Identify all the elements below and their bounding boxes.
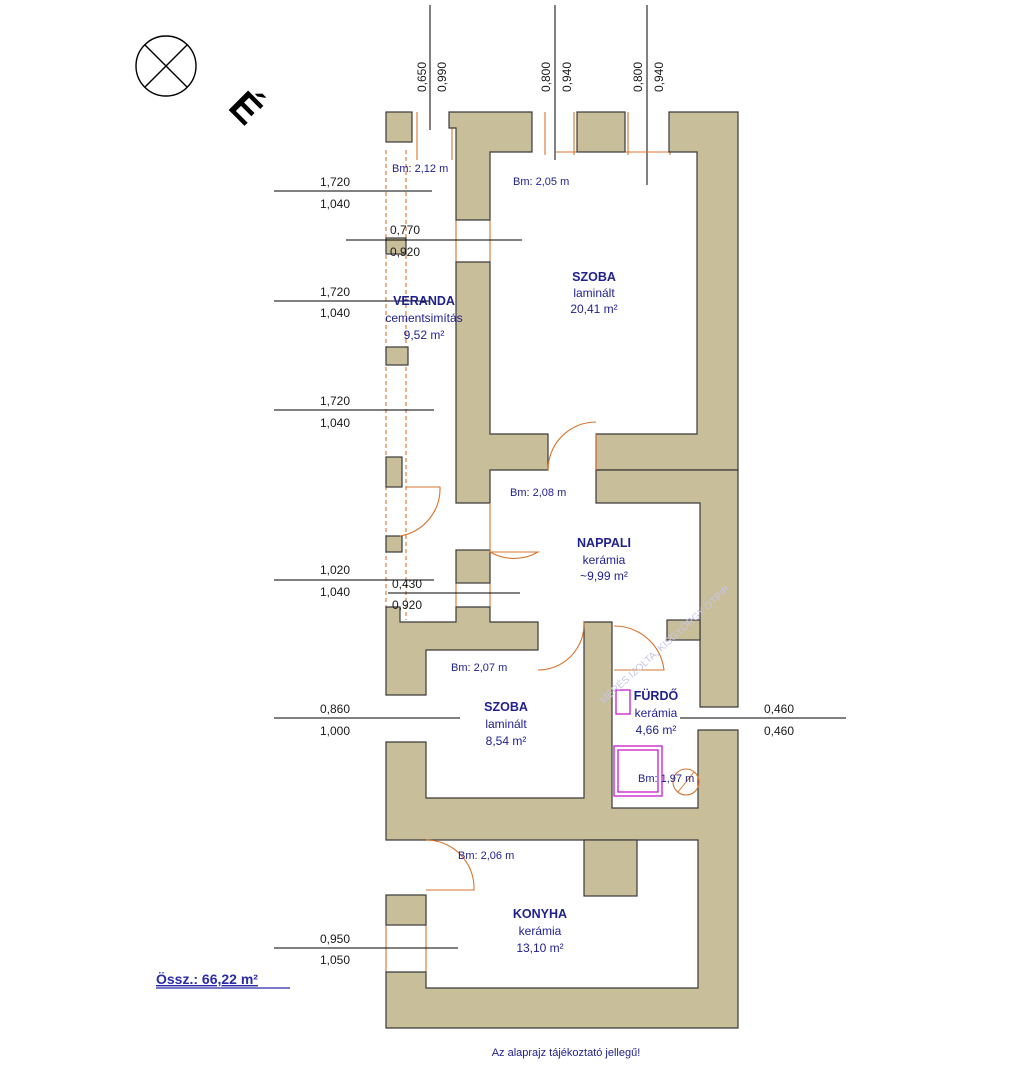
room-name-szoba: SZOBA [572, 270, 616, 284]
side-dimensions: 1,720 1,040 1,720 1,040 1,720 1,040 1,02… [274, 175, 846, 967]
side-dim-b: 1,040 [320, 306, 350, 320]
compass-icon [135, 35, 197, 97]
inner-dim-b: 0,920 [392, 598, 422, 612]
room-name-konyha: KONYHA [513, 907, 567, 921]
ceiling-height: Bm: 2,05 m [513, 176, 569, 188]
room-name-furdo: FÜRDŐ [634, 688, 679, 703]
side-dim-a: 0,950 [320, 932, 350, 946]
top-dim-a: 0,650 [415, 62, 429, 92]
room-area: 13,10 m² [516, 941, 563, 955]
side-dim-a: 1,020 [320, 563, 350, 577]
bathroom-fixtures [613, 689, 700, 797]
side-dim-a: 1,720 [320, 394, 350, 408]
side-dim-a: 1,720 [320, 175, 350, 189]
bathtub-icon [613, 745, 663, 797]
top-dim-b: 0,940 [560, 62, 574, 92]
side-dim-a: 1,720 [320, 285, 350, 299]
doors [399, 421, 665, 891]
side-dim-b: 1,040 [320, 585, 350, 599]
ceiling-height: Bm: 2,07 m [451, 662, 507, 674]
north-label: É [220, 83, 271, 134]
room-area: ~9,99 m² [580, 569, 628, 583]
top-dimensions: 0,650 0,990 0,800 0,940 0,800 0,940 [415, 5, 666, 185]
top-dim-a: 0,800 [631, 62, 645, 92]
room-floor: laminált [485, 717, 527, 731]
top-dim-a: 0,800 [539, 62, 553, 92]
room-name-szoba: SZOBA [484, 700, 528, 714]
opening-guides [385, 112, 738, 972]
walls [385, 111, 739, 1029]
room-floor: cementsimítás [385, 311, 462, 325]
room-area: 8,54 m² [486, 734, 527, 748]
side-dim-b: 1,000 [320, 724, 350, 738]
ceiling-height: Bm: 2,08 m [510, 487, 566, 499]
room-area: 4,66 m² [636, 723, 677, 737]
room-name-veranda: VERANDA [393, 294, 455, 308]
room-area: 20,41 m² [570, 302, 617, 316]
room-name-nappali: NAPPALI [577, 536, 631, 550]
right-dim-b: 0,460 [764, 724, 794, 738]
room-floor: kerámia [519, 924, 562, 938]
total-area: Össz.: 66,22 m² [156, 971, 258, 987]
side-dim-b: 1,040 [320, 416, 350, 430]
ceiling-height: Bm: 2,12 m [392, 163, 448, 175]
side-dim-a: 0,860 [320, 702, 350, 716]
ceiling-height: Bm: 1,97 m [638, 773, 694, 785]
top-dim-b: 0,940 [652, 62, 666, 92]
inner-dim-a: 0,770 [390, 223, 420, 237]
side-dim-b: 1,040 [320, 197, 350, 211]
disclaimer-note: Az alaprajz tájékoztató jellegű! [492, 1047, 641, 1059]
ceiling-height: Bm: 2,06 m [458, 850, 514, 862]
washbasin-icon [615, 689, 631, 715]
toilet-icon [672, 768, 700, 796]
right-dim-a: 0,460 [764, 702, 794, 716]
top-dim-b: 0,990 [435, 62, 449, 92]
room-area: 9,52 m² [404, 328, 445, 342]
inner-dim-b: 0,920 [390, 245, 420, 259]
room-floor: kerámia [583, 553, 626, 567]
room-floor: laminált [573, 286, 615, 300]
room-labels: SZOBA laminált 20,41 m² VERANDA cementsi… [385, 270, 678, 955]
side-dim-b: 1,050 [320, 953, 350, 967]
ceiling-heights: Bm: 2,12 m Bm: 2,05 m Bm: 2,08 m Bm: 2,0… [392, 163, 694, 862]
room-floor: kerámia [635, 706, 678, 720]
inner-dim-a: 0,430 [392, 577, 422, 591]
